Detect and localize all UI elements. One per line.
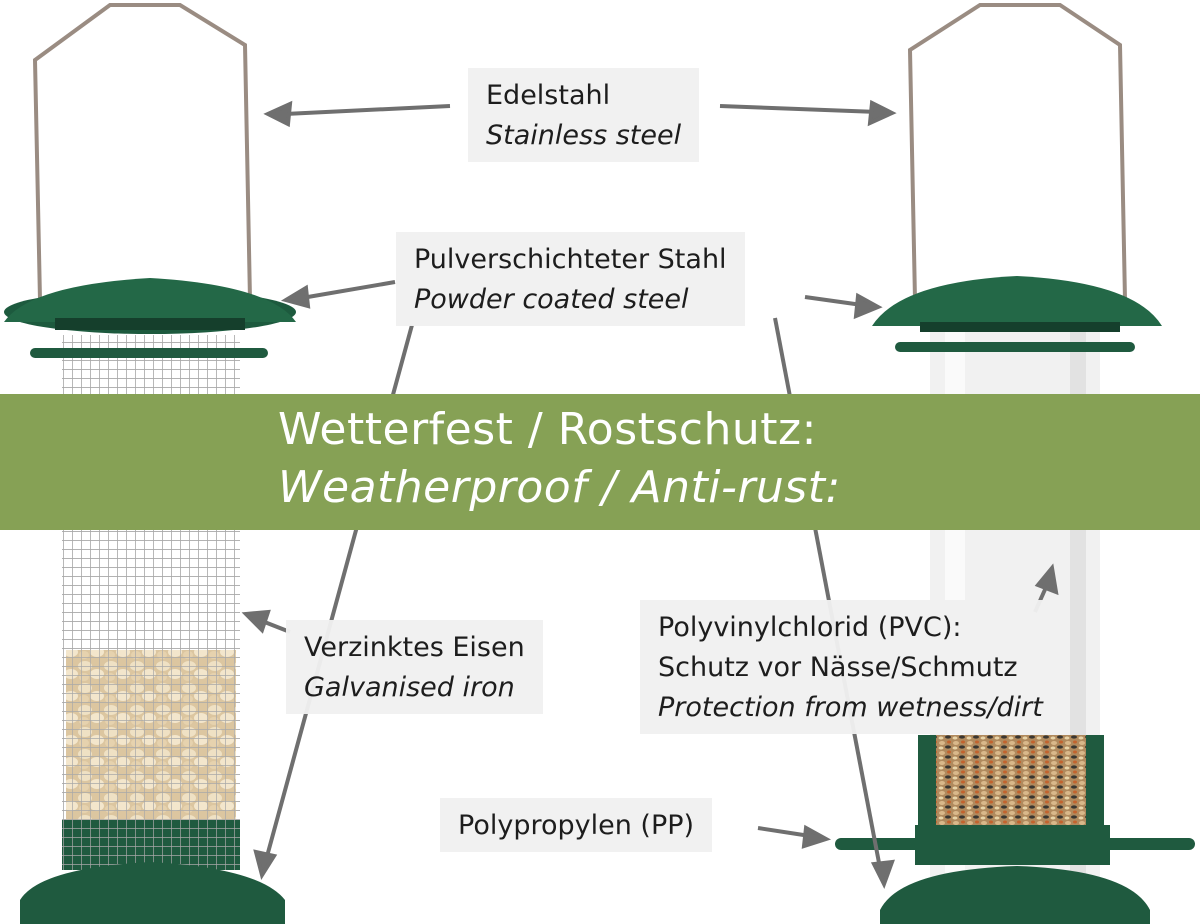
label-pvc: Polyvinylchlorid (PVC): Schutz vor Nässe… bbox=[640, 600, 1061, 734]
label-powder-en: Powder coated steel bbox=[414, 284, 689, 315]
label-stainless-de: Edelstahl bbox=[486, 80, 611, 111]
left-base bbox=[20, 862, 285, 924]
label-galvanised-en: Galvanised iron bbox=[304, 672, 515, 703]
label-stainless-steel: Edelstahl Stainless steel bbox=[468, 68, 700, 162]
label-galvanised-iron: Verzinktes Eisen Galvanised iron bbox=[286, 620, 543, 714]
banner-title-en: Weatherproof / Anti-rust: bbox=[278, 462, 841, 513]
left-lid bbox=[4, 278, 296, 322]
label-pp-de: Polypropylen (PP) bbox=[458, 810, 695, 841]
right-seeds bbox=[935, 735, 1095, 830]
right-base bbox=[880, 866, 1150, 924]
label-powder-coated-steel: Pulverschichteter Stahl Powder coated st… bbox=[396, 232, 745, 326]
weatherproof-banner: Wetterfest / Rostschutz: Weatherproof / … bbox=[0, 394, 1200, 530]
label-pvc-de1: Polyvinylchlorid (PVC): bbox=[658, 612, 962, 643]
right-lid bbox=[872, 276, 1162, 326]
label-stainless-en: Stainless steel bbox=[486, 120, 682, 151]
left-hanger bbox=[32, 3, 252, 301]
label-powder-de: Pulverschichteter Stahl bbox=[414, 244, 727, 275]
label-pvc-en: Protection from wetness/dirt bbox=[658, 692, 1043, 723]
left-perch bbox=[30, 348, 268, 358]
label-galvanised-de: Verzinktes Eisen bbox=[304, 632, 525, 663]
label-pvc-de2: Schutz vor Nässe/Schmutz bbox=[658, 652, 1018, 683]
right-hanger bbox=[907, 2, 1127, 301]
banner-title-de: Wetterfest / Rostschutz: bbox=[278, 404, 817, 455]
label-polypropylene: Polypropylen (PP) bbox=[440, 798, 713, 852]
right-top-perch bbox=[895, 342, 1135, 352]
